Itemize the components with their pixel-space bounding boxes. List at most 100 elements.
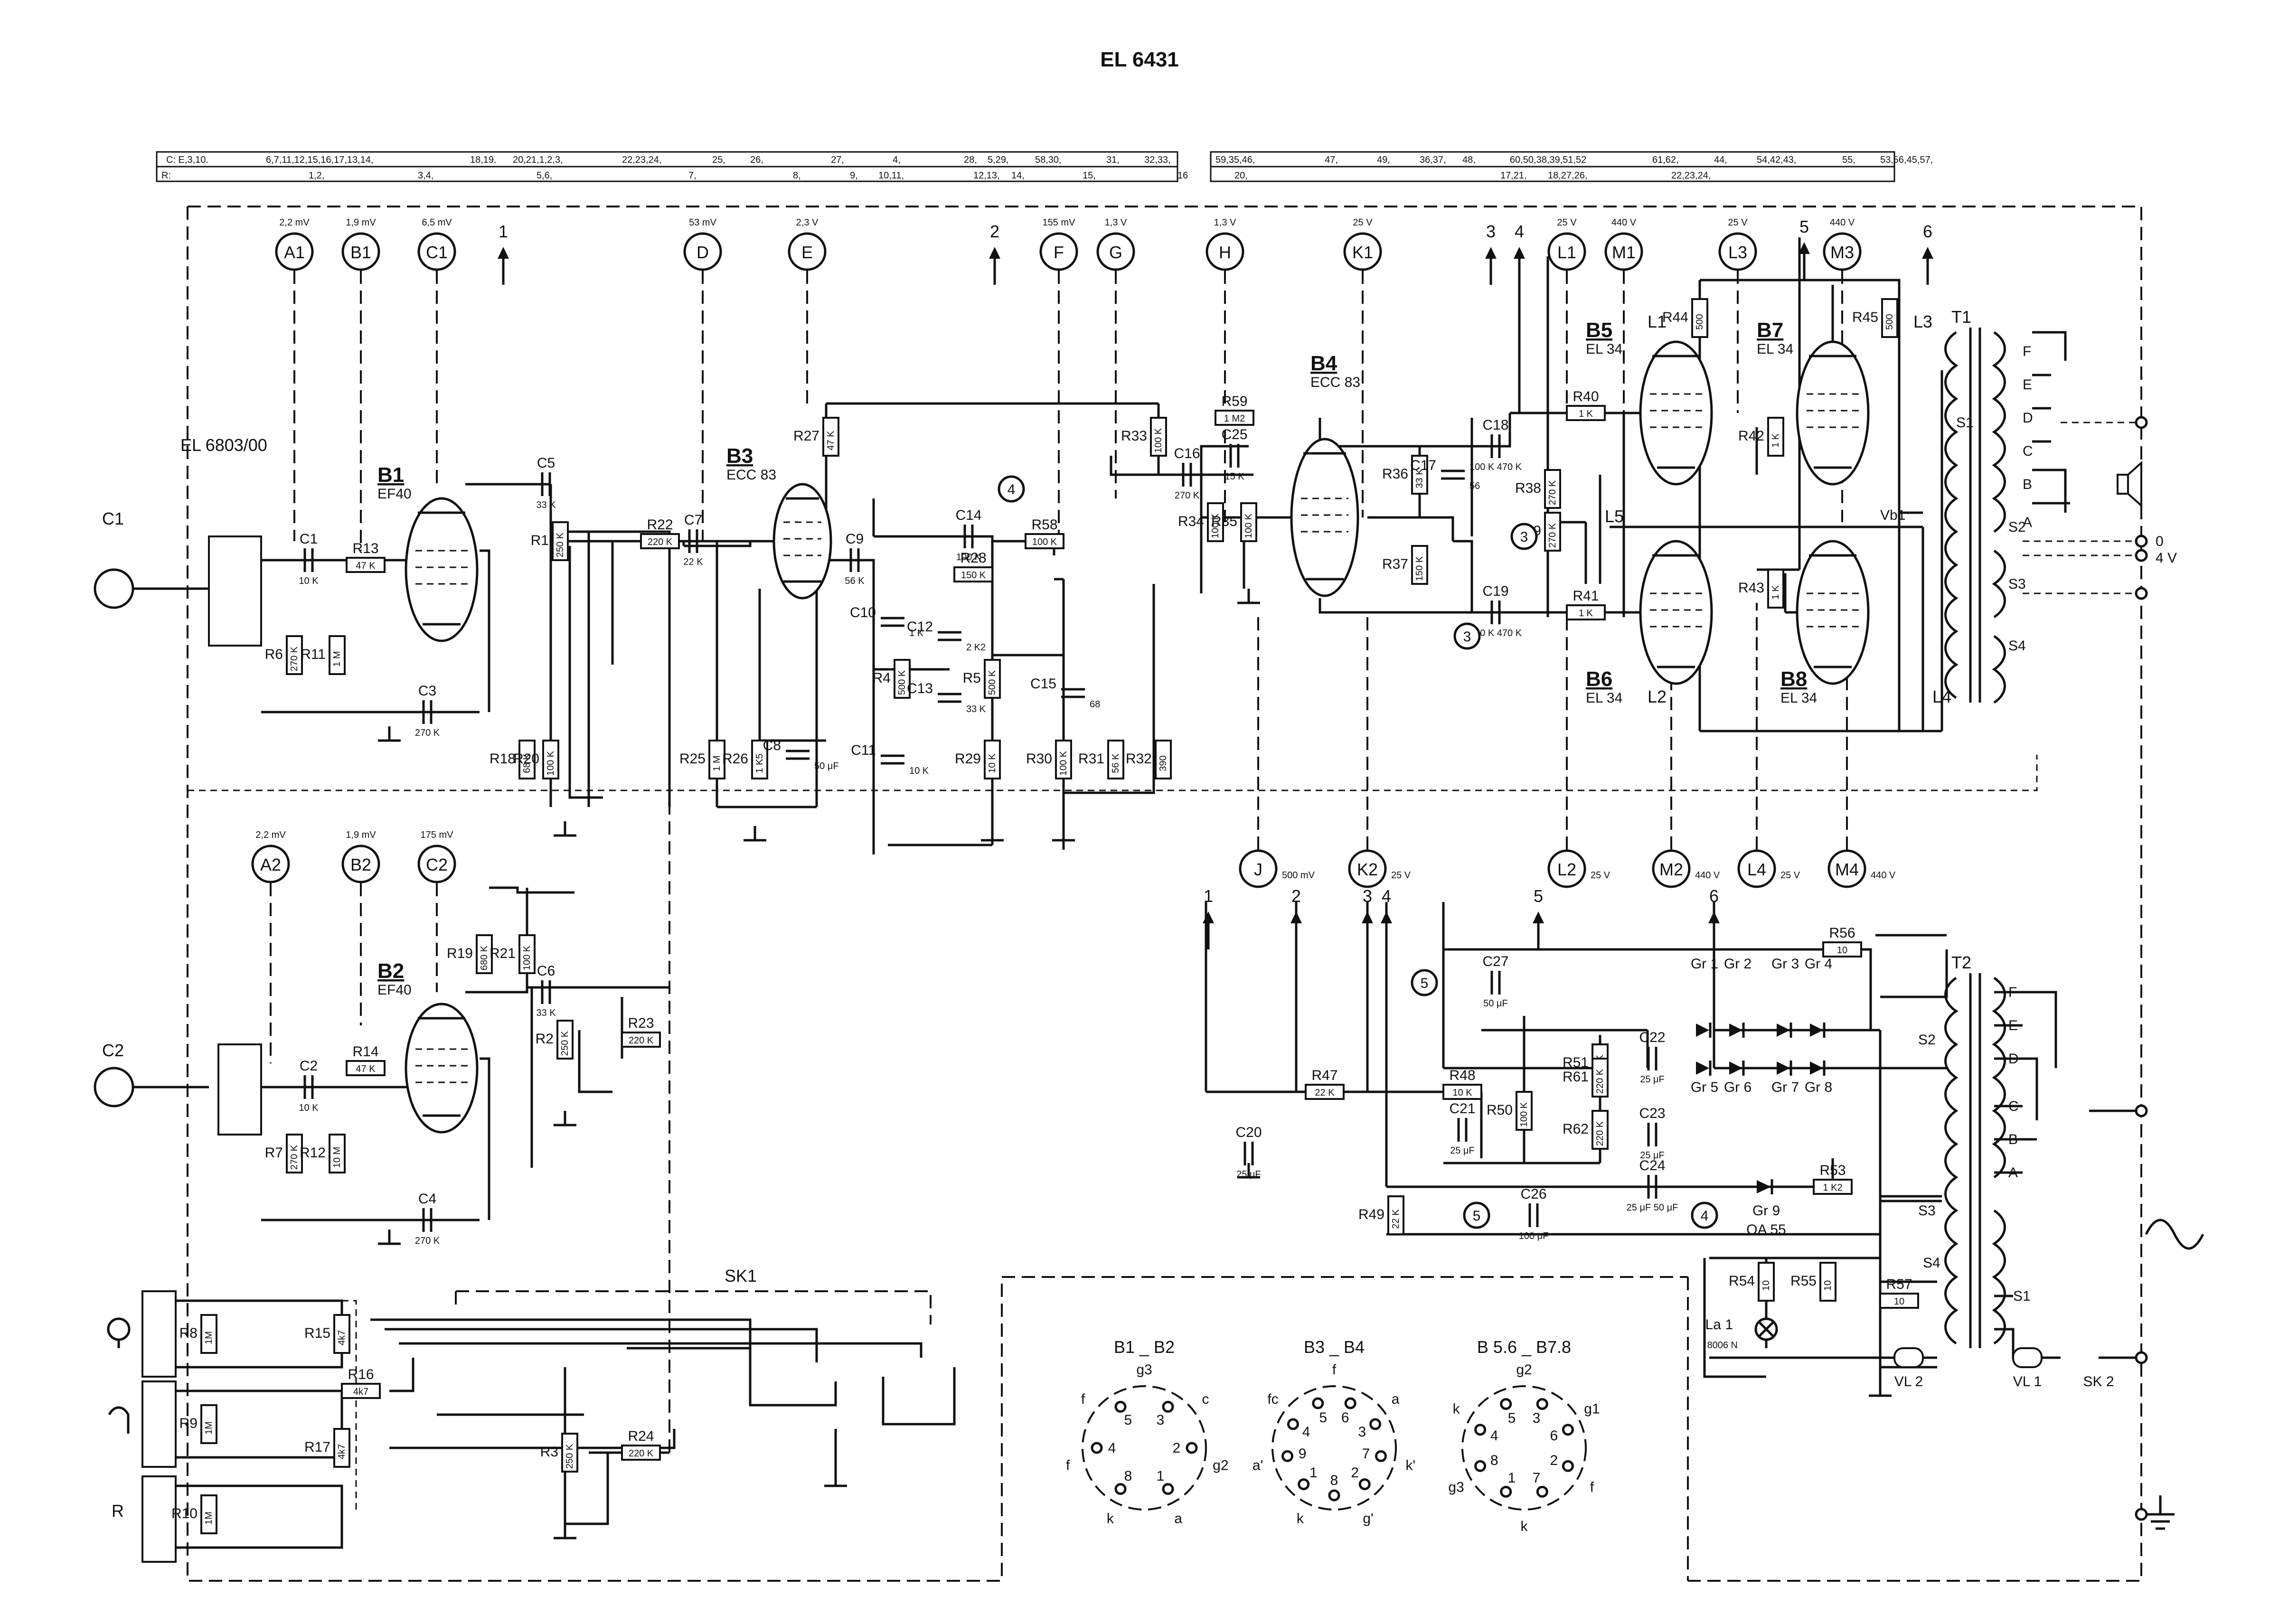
node-arrowhead xyxy=(1485,247,1497,259)
rectifier-diodes xyxy=(1696,1023,1826,1194)
resistor-value: 100 K xyxy=(1032,537,1057,547)
ruler-bottom-cell: 7, xyxy=(688,170,697,181)
capacitor-value: 25 μF 50 μF xyxy=(1627,1202,1678,1213)
ruler-top-cell: 58,30, xyxy=(1035,155,1062,165)
resistor-ref: R54 xyxy=(1729,1273,1755,1289)
test-point-circle xyxy=(1604,232,1643,271)
resistor-ref: R3 xyxy=(540,1444,558,1460)
input-connector-c1[interactable]: C1 xyxy=(94,509,209,609)
output-terminals[interactable] xyxy=(2135,416,2148,1521)
test-point-voltage: 440 V xyxy=(1830,217,1855,228)
tube-envelope xyxy=(405,497,479,642)
resistor-body xyxy=(1592,1058,1609,1098)
resistor-body xyxy=(542,740,559,779)
test-point-voltage: 25 V xyxy=(1591,870,1610,881)
capacitor-value: 2 K2 xyxy=(966,642,986,653)
capacitor-ref: C5 xyxy=(537,455,555,471)
resistor-value: 47 K xyxy=(356,1064,376,1074)
diode-triangle xyxy=(1810,1023,1823,1037)
resistor-value: 150 K xyxy=(1414,556,1425,581)
transformer-t2-tap-a: A xyxy=(2008,1165,2018,1181)
resistor-ref: R58 xyxy=(1031,517,1057,533)
transformer-t2-winding-s4: S4 xyxy=(1923,1255,1940,1271)
pinout-pin-name: f xyxy=(1332,1362,1337,1378)
resistor-value: 100 K xyxy=(1519,1102,1529,1127)
resistor-ref: R21 xyxy=(490,946,516,961)
diode xyxy=(1729,1061,1745,1076)
resistor-ref: R29 xyxy=(955,751,981,767)
test-point-g[interactable]: G1,3 V xyxy=(1096,217,1135,498)
resistor-value: 1M xyxy=(204,1331,214,1344)
transformer-t2-tap-c: C xyxy=(2008,1098,2019,1114)
resistor-value: 100 K xyxy=(1153,428,1164,453)
ruler-top-cell: 6,7,11,12,15,16,17,13,14, xyxy=(266,155,374,165)
test-point-d[interactable]: D53 mV xyxy=(683,217,722,541)
resistor-ref: R42 xyxy=(1738,428,1764,444)
test-point-b2[interactable]: B21,9 mV xyxy=(341,830,380,1025)
input-connector-c2[interactable]: C2 xyxy=(94,1041,209,1108)
test-point-a2[interactable]: A22,2 mV xyxy=(251,830,290,1063)
resistor-body xyxy=(1544,512,1561,552)
test-point-c1[interactable]: C16,5 mV xyxy=(417,217,456,484)
test-point-a1[interactable]: A12,2 mV xyxy=(275,217,314,541)
pinout-pin-number: 5 xyxy=(1508,1410,1516,1426)
ruler-top-cell: 48, xyxy=(1462,155,1476,165)
capacitor-ref: C19 xyxy=(1482,583,1508,599)
diode-triangle xyxy=(1729,1023,1742,1037)
test-point-voltage: 53 mV xyxy=(689,217,716,228)
tube-ref-label: B8 xyxy=(1780,667,1807,691)
test-point-e[interactable]: E2,3 V xyxy=(788,217,827,404)
test-point-b1[interactable]: B11,9 mV xyxy=(341,217,380,551)
transformer-t1-tap-b: B xyxy=(2023,477,2032,492)
ground-symbols xyxy=(378,589,1892,1540)
resistor-ref: R44 xyxy=(1662,310,1688,325)
tube-envelope xyxy=(1639,540,1713,685)
resistor-ref: R35 xyxy=(1211,514,1237,529)
pinout-pin xyxy=(1312,1397,1324,1409)
resistor-body xyxy=(1150,417,1167,457)
capacitor-value: 10 K xyxy=(299,576,319,586)
pinout-pin-name: f xyxy=(1590,1480,1594,1495)
capacitor-ref: C23 xyxy=(1639,1106,1665,1121)
coil-label-l1: L1 xyxy=(1648,312,1667,331)
transformer-t1-label: T1 xyxy=(1951,307,1971,327)
ruler-bottom-cell: 18,27,26, xyxy=(1548,170,1587,181)
pinout-pin-number: 8 xyxy=(1124,1468,1132,1484)
resistor-ref: R16 xyxy=(348,1367,374,1382)
output-4v-label: 4 V xyxy=(2156,550,2177,566)
pinout-pin xyxy=(1375,1450,1387,1462)
ruler-top-cell: 20,21,1,2,3, xyxy=(513,155,563,165)
diode-triangle xyxy=(1757,1180,1771,1193)
test-point-h[interactable]: H1,3 V xyxy=(1205,217,1244,522)
transformer-t1-winding-s3: S3 xyxy=(2008,576,2026,592)
capacitor-value: 25 μF xyxy=(1640,1150,1665,1161)
resistor-value: 100 K xyxy=(1210,513,1221,538)
tube-type-label: EL 34 xyxy=(1780,690,1817,706)
ruler-top-row: C: E,3,10.6,7,11,12,15,16,17,13,14,18,19… xyxy=(166,155,1933,165)
resistor-body xyxy=(1025,533,1064,549)
ruler-bottom-cell: 8, xyxy=(793,170,801,181)
pinout-pin xyxy=(1091,1442,1103,1454)
circled-marker-3: 3 xyxy=(1453,622,1481,650)
pinout-pin xyxy=(1162,1483,1174,1495)
resistor-body xyxy=(518,740,536,779)
pinout-pin xyxy=(1114,1483,1127,1495)
